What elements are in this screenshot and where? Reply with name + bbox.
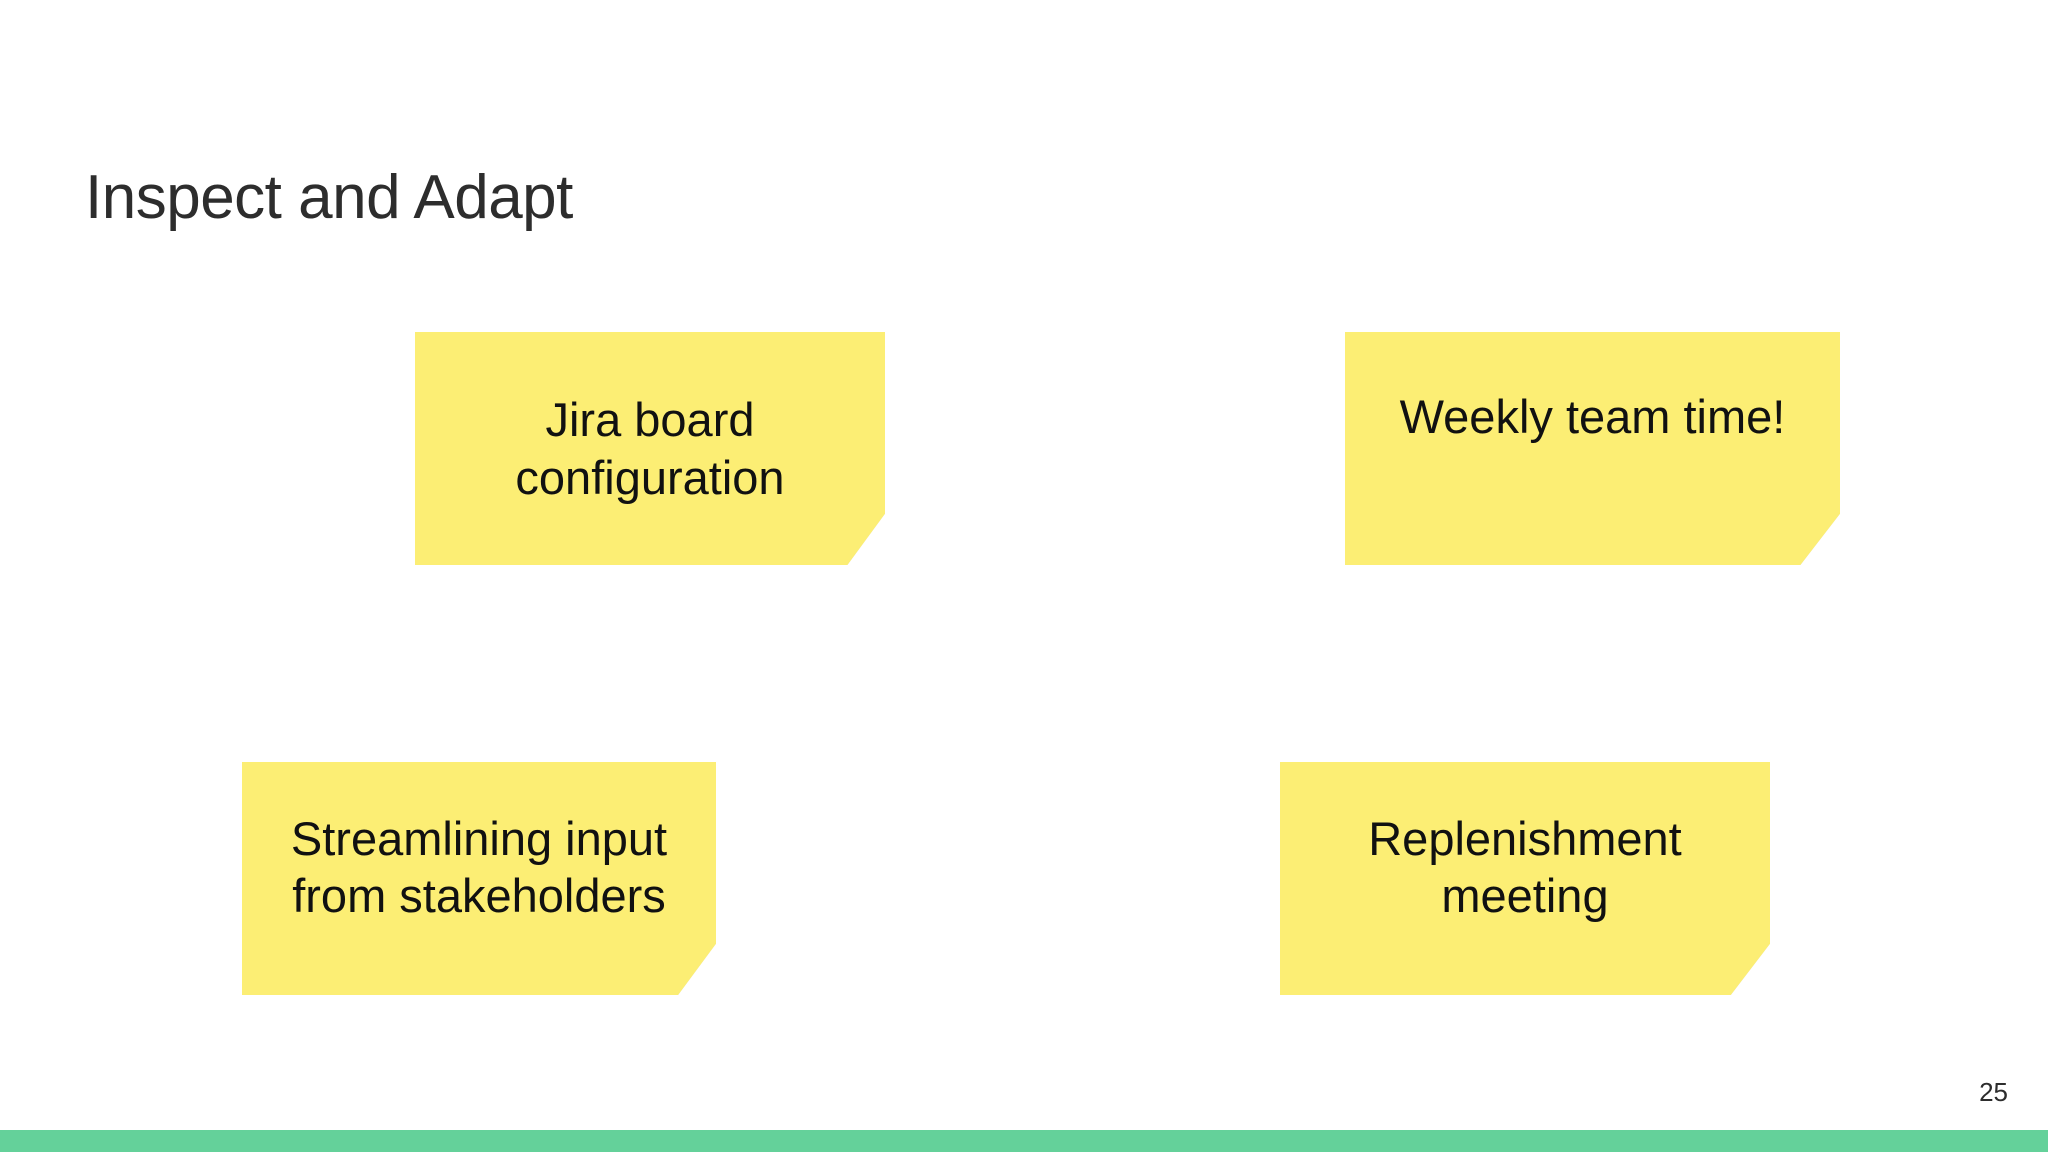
sticky-note-text: Streamlining input from stakeholders xyxy=(290,812,668,923)
folded-corner-icon xyxy=(1800,513,1840,565)
page-title: Inspect and Adapt xyxy=(85,162,573,232)
sticky-note-streamlining-input-from-stakeholders[interactable]: Streamlining input from stakeholders xyxy=(242,762,716,995)
folded-corner-icon xyxy=(678,943,716,995)
sticky-note-text: Jira board configuration xyxy=(515,393,785,504)
folded-corner-icon xyxy=(1730,943,1770,995)
sticky-note-weekly-team-time[interactable]: Weekly team time! xyxy=(1345,332,1840,565)
bottom-accent-bar xyxy=(0,1130,2048,1152)
page-number: 25 xyxy=(1979,1077,2008,1107)
folded-corner-icon xyxy=(847,513,885,565)
sticky-note-text: Replenishment meeting xyxy=(1368,812,1682,923)
sticky-note-replenishment-meeting[interactable]: Replenishment meeting xyxy=(1280,762,1770,995)
sticky-note-text: Weekly team time! xyxy=(1399,390,1786,443)
sticky-note-jira-board-configuration[interactable]: Jira board configuration xyxy=(415,332,885,565)
